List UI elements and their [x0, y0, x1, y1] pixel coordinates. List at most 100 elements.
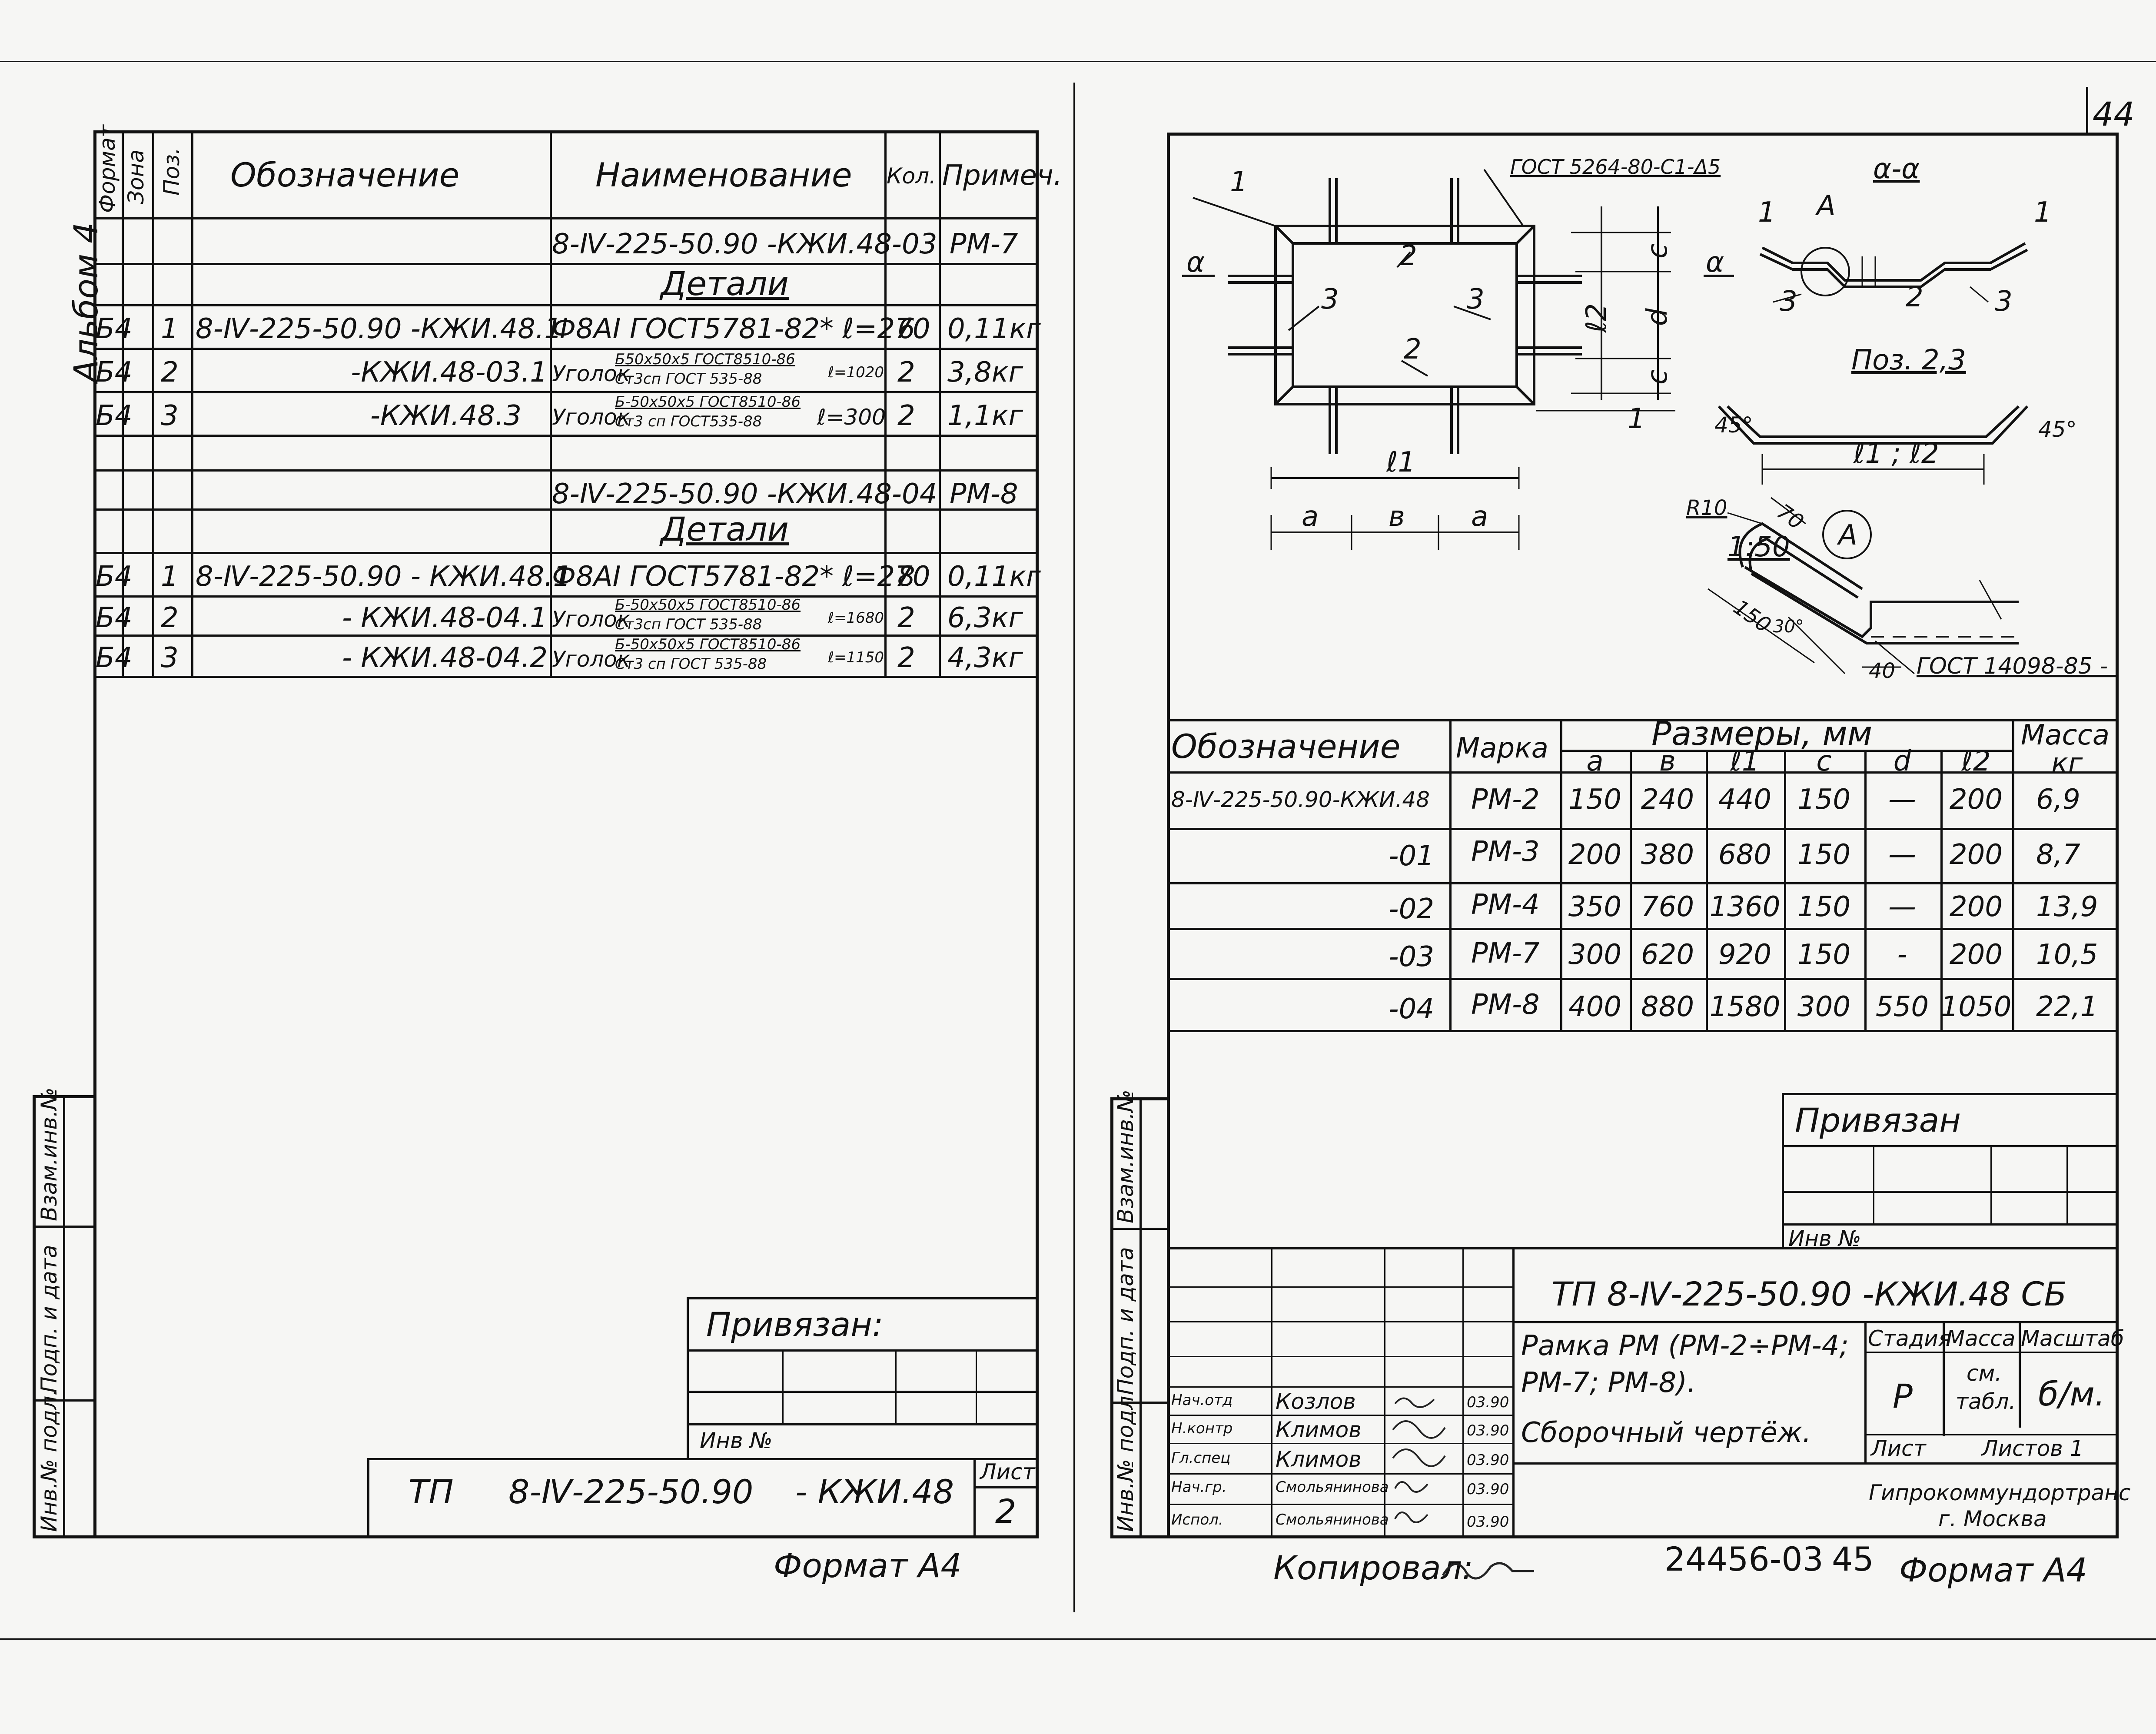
table-cell: 920: [1718, 939, 1772, 971]
table-row-mass: 22,1: [2036, 991, 2098, 1023]
header-note: Примеч.: [942, 159, 1063, 192]
spec-row-designation: -КЖИ.48.3: [370, 400, 522, 432]
header-name: Наименование: [595, 156, 852, 194]
dim-a-right: a: [1471, 501, 1488, 533]
dim-a-left: a: [1302, 501, 1319, 533]
left-frame: [93, 130, 1039, 1538]
table-cell: 150: [1797, 939, 1851, 971]
table-cell: —: [1888, 784, 1916, 816]
spec-row-qty: 2: [897, 642, 915, 674]
left-list-no: 2: [995, 1492, 1017, 1531]
table-cell: 200: [1949, 891, 2003, 923]
view-a-circle-label: А: [1837, 519, 1857, 551]
table-cell: 400: [1568, 991, 1622, 1023]
table-col-a: a: [1586, 745, 1604, 777]
left-stamp-suffix: - КЖИ.48: [795, 1472, 954, 1511]
table-row-mark: РМ-2: [1471, 784, 1540, 816]
spec-row-name-top: Б-50х50х5 ГОСТ8510-86: [615, 636, 801, 653]
spec-row-note: 4,3кг: [947, 642, 1023, 674]
table-cell: —: [1888, 839, 1916, 871]
signature-date: 03.90: [1467, 1452, 1509, 1469]
spec-assembly-name: 8-Ⅳ-225-50.90 -КЖИ.48-03: [552, 228, 937, 260]
table-cell: 200: [1568, 839, 1622, 871]
right-sheets-label: Листов 1: [1982, 1436, 2084, 1461]
scale-label: 1:50: [1727, 531, 1790, 563]
signature-role: Н.контр: [1171, 1420, 1233, 1437]
right-mass-value-2: табл.: [1956, 1389, 2016, 1414]
spec-row-name: Ф8АⅠ ГОСТ5781-82* ℓ=270: [552, 313, 930, 345]
dim-c-top: c: [1641, 243, 1674, 259]
spec-row-note: 6,3кг: [947, 602, 1023, 634]
spec-row-name-top: Б-50х50х5 ГОСТ8510-86: [615, 393, 801, 411]
table-col-c: c: [1816, 745, 1832, 777]
spec-row-designation: -КЖИ.48-03.1: [351, 356, 548, 389]
spec-row-note: 0,11кг: [947, 313, 1041, 345]
spec-row-designation: 8-Ⅳ-225-50.90 - КЖИ.48.1: [196, 561, 571, 593]
spec-row-pos: 2: [161, 602, 179, 634]
right-description-1: Рамка РМ (РМ-2÷РМ-4;: [1521, 1330, 1849, 1362]
pos-label: Поз. 2,3: [1851, 344, 1966, 376]
table-cell: 300: [1797, 991, 1851, 1023]
left-list-label: Лист: [980, 1459, 1035, 1485]
side-stamp-podp-data: Подп. и дата: [37, 1245, 62, 1393]
callout-1: 1: [1230, 166, 1248, 198]
table-cell: 620: [1641, 939, 1694, 971]
table-cell: 240: [1641, 784, 1694, 816]
spec-row-name-suffix: ℓ=1680: [828, 609, 884, 627]
spec-row-note: 1,1кг: [947, 400, 1023, 432]
signature-name: Климов: [1276, 1447, 1362, 1472]
archive-sheet: 45: [1832, 1540, 1874, 1578]
spec-row-name-prefix: Уголок: [552, 647, 631, 672]
signature-name: Смольянинова: [1276, 1511, 1389, 1528]
table-row-mark: РМ-4: [1471, 889, 1540, 921]
table-row-mass: 10,5: [2036, 939, 2098, 971]
signature-role: Гл.спец: [1171, 1449, 1231, 1467]
right-description-2: РМ-7; РМ-8).: [1521, 1367, 1696, 1399]
table-header-designation: Обозначение: [1171, 727, 1401, 766]
section-callout-3-left: 3: [1780, 286, 1797, 318]
header-pos: Поз.: [159, 147, 184, 196]
table-cell: 760: [1641, 891, 1694, 923]
spec-row-note: 3,8кг: [947, 356, 1023, 389]
left-privyazan: Привязан:: [706, 1305, 884, 1344]
copier-signature: [1442, 1562, 1534, 1580]
section-mark-right: α: [1706, 246, 1724, 279]
table-cell: 550: [1875, 991, 1929, 1023]
table-cell: 880: [1641, 991, 1694, 1023]
spec-row-name-bottom: Ст3 сп ГОСТ535-88: [615, 413, 762, 430]
table-cell: -: [1897, 939, 1907, 971]
table-cell: 1050: [1940, 991, 2012, 1023]
spec-row-name-top: Б50х50х5 ГОСТ8510-86: [615, 351, 795, 368]
spec-row-qty: 2: [897, 356, 915, 389]
archive-number: 24456-03: [1664, 1540, 1824, 1578]
table-col-b: в: [1659, 745, 1676, 777]
callout-3-right: 3: [1467, 283, 1485, 316]
spec-row-designation: - КЖИ.48-04.2: [342, 642, 548, 674]
right-stage-label: Стадия: [1868, 1326, 1951, 1351]
table-cell: 200: [1949, 839, 2003, 871]
header-zone: Зона: [123, 149, 149, 204]
spec-row-name-bottom: Ст3сп ГОСТ 535-88: [615, 370, 762, 388]
left-stamp-code: 8-Ⅳ-225-50.90: [508, 1472, 754, 1511]
side-stamp-vzam-inv: Взам.инв.№: [37, 1087, 62, 1221]
dim-l1: ℓ1: [1386, 446, 1415, 478]
spec-row-qty: 6: [897, 313, 915, 345]
left-inv-no: Инв №: [700, 1428, 773, 1453]
table-cell: 200: [1949, 784, 2003, 816]
spec-row-name-suffix: ℓ=300: [817, 405, 886, 430]
table-row-designation: -02: [1389, 893, 1434, 925]
table-cell: 380: [1641, 839, 1694, 871]
table-col-l2: ℓ2: [1961, 745, 1991, 777]
bottom-edge-line: [0, 1638, 2156, 1640]
page-number: 44: [2093, 95, 2135, 133]
table-cell: 350: [1568, 891, 1622, 923]
table-cell: 150: [1797, 839, 1851, 871]
spec-row-name-prefix: Уголок: [552, 361, 631, 386]
spec-row-format: Б4: [96, 602, 133, 634]
right-org-1: Гипрокоммундортранс: [1869, 1480, 2131, 1505]
callout-2-top: 2: [1399, 240, 1417, 272]
table-cell: 150: [1797, 784, 1851, 816]
table-cell: 300: [1568, 939, 1622, 971]
table-header-mass-unit: кг: [2051, 747, 2083, 780]
section-callout-a: А: [1815, 190, 1836, 222]
